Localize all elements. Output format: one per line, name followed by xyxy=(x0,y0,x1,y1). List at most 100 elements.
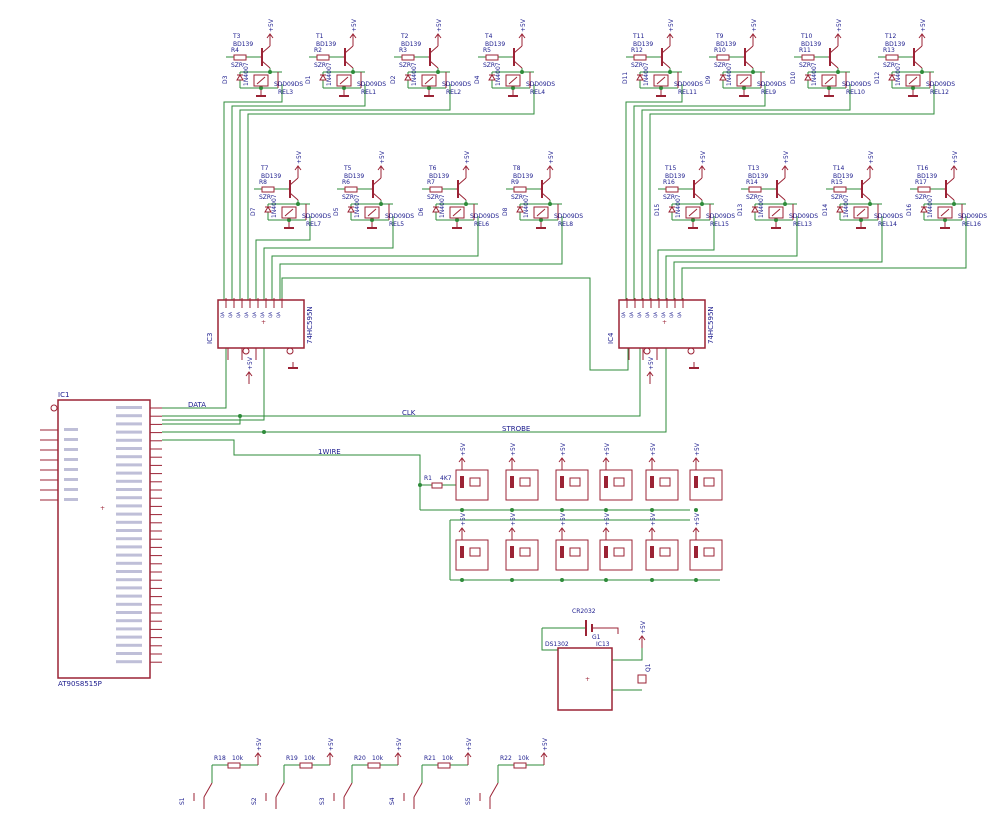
transistor-part: BD139 xyxy=(633,41,653,48)
diode xyxy=(920,206,928,213)
drive-wire xyxy=(263,216,394,300)
mcu-pin-text xyxy=(116,529,142,532)
mcu-pin-text xyxy=(116,643,142,647)
switch-resistor-value: 10k xyxy=(442,755,454,762)
resistor-ref: R9 xyxy=(511,179,519,186)
resistor-part: SZR xyxy=(314,62,326,69)
sensor-junction xyxy=(650,578,654,582)
sensor-junction xyxy=(460,578,464,582)
diode-part: 1N4007 xyxy=(271,194,278,218)
relay-switch xyxy=(339,76,349,85)
sensor-pad xyxy=(460,476,464,488)
net-data: DATA xyxy=(188,401,206,409)
resistor-part: SZR xyxy=(915,194,927,201)
transistor-part: BD139 xyxy=(885,41,905,48)
ic-pin-bubble xyxy=(643,347,651,355)
relay-ref: REL7 xyxy=(306,221,321,228)
transistor-part: BD139 xyxy=(716,41,736,48)
resistor-part: SZR xyxy=(259,194,271,201)
relay-ref: REL16 xyxy=(962,221,981,228)
transistor-emitter xyxy=(861,192,871,201)
transistor-ref: T13 xyxy=(747,165,759,172)
relay-part: SDD09DS xyxy=(757,81,786,88)
mcu-pin-text xyxy=(116,422,142,426)
data-net xyxy=(162,348,227,409)
mcu-left-text xyxy=(64,498,78,501)
relay-ref: REL15 xyxy=(710,221,729,228)
sensor-body xyxy=(455,539,489,571)
supply-arrow xyxy=(950,165,958,171)
switch-resistor-ref: R20 xyxy=(354,755,366,762)
parts xyxy=(40,33,963,809)
drive-wire xyxy=(665,216,798,300)
switch-resistor-ref: R22 xyxy=(500,755,512,762)
resistor-part: SZR xyxy=(231,62,243,69)
sensor-ic xyxy=(703,547,715,557)
r1-ref: R1 xyxy=(424,475,432,482)
r1-junction xyxy=(418,483,422,487)
net-strobe: STROBE xyxy=(502,425,530,433)
resistor-part: SZR xyxy=(427,194,439,201)
mcu-left-text xyxy=(64,488,78,491)
transistor-part: BD139 xyxy=(316,41,336,48)
resistor xyxy=(917,186,931,193)
relay-ref: REL3 xyxy=(278,89,293,96)
transistor-part: BD139 xyxy=(261,173,281,180)
resistor-ref: R8 xyxy=(259,179,267,186)
mcu-pin-text xyxy=(116,570,142,573)
sensor-ic xyxy=(519,477,531,487)
transistor-emitter xyxy=(776,192,786,201)
diode-part: 1N4007 xyxy=(326,62,333,86)
battery-type: CR2032 xyxy=(572,608,596,615)
ic-pin-label: QA xyxy=(621,312,626,318)
relay-coil xyxy=(533,206,549,219)
junction xyxy=(511,86,515,90)
drive-wire xyxy=(673,216,883,300)
mcu-pin-text xyxy=(116,455,142,459)
supply-arrow xyxy=(434,33,442,39)
resistor-ref: R14 xyxy=(746,179,758,186)
supply-label: +5V xyxy=(694,442,701,456)
resistor xyxy=(316,54,330,61)
pullup-resistor xyxy=(513,762,527,769)
transistor-ref: T14 xyxy=(832,165,844,172)
drive-wire xyxy=(657,216,715,300)
strobe-net xyxy=(162,348,667,433)
sensor-pad xyxy=(694,476,698,488)
diode-part: 1N4007 xyxy=(354,194,361,218)
transistor-emitter xyxy=(372,192,382,201)
mcu-pin-text xyxy=(116,414,142,418)
net-1wire: 1WIRE xyxy=(318,448,341,456)
clk-junction xyxy=(238,414,242,418)
resistor-ref: R17 xyxy=(915,179,927,186)
supply-arrow xyxy=(377,165,385,171)
diode xyxy=(488,74,496,81)
drive-wire xyxy=(247,84,535,300)
supply-label: +5V xyxy=(520,18,527,32)
mcu-pin-text xyxy=(116,635,142,639)
transistor-part: BD139 xyxy=(801,41,821,48)
supply-arrow xyxy=(749,33,757,39)
supply-label: +5V xyxy=(920,18,927,32)
drive-wire xyxy=(231,84,366,300)
relay-part: SDD09DS xyxy=(789,213,818,220)
relay-switch xyxy=(452,208,462,217)
relay-part: SDD09DS xyxy=(274,81,303,88)
supply-arrow xyxy=(692,457,700,463)
supply-label: +5V xyxy=(700,150,707,164)
transistor-part: BD139 xyxy=(429,173,449,180)
diode xyxy=(888,74,896,81)
junction xyxy=(943,218,947,222)
diode-part: 1N4007 xyxy=(895,62,902,86)
diode-ref: D3 xyxy=(222,75,229,84)
mcu-pin-text xyxy=(116,611,142,614)
switch-resistor-ref: R19 xyxy=(286,755,298,762)
relay-coil xyxy=(905,74,921,87)
resistor-ref: R15 xyxy=(831,179,843,186)
mcu-ref: IC1 xyxy=(58,391,69,399)
transistor-emitter xyxy=(261,60,271,69)
resistor xyxy=(429,186,443,193)
relay-coil xyxy=(449,206,465,219)
sensor-junction xyxy=(604,508,608,512)
sensor-ic xyxy=(659,547,671,557)
